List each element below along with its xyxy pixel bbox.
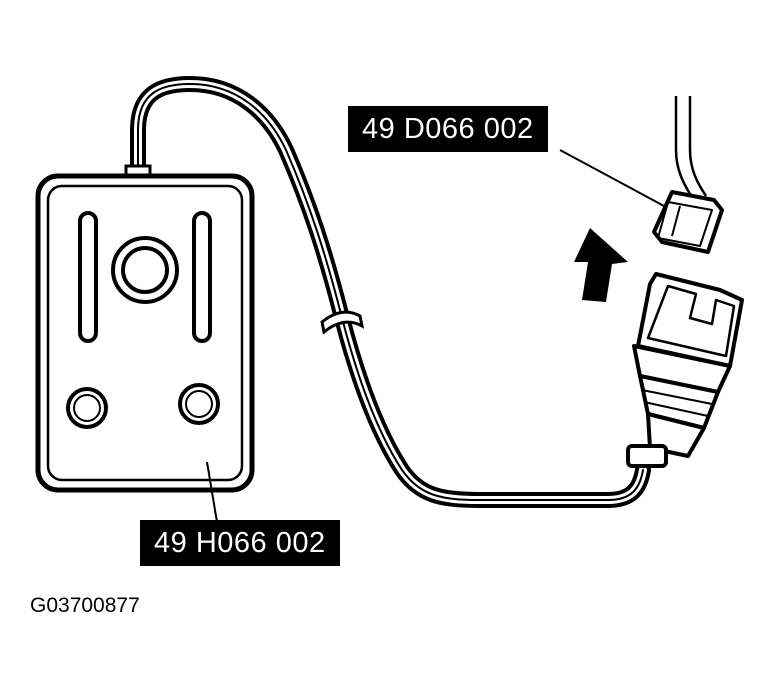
figure-code: G03700877: [30, 594, 140, 617]
connector-leader-line: [559, 149, 665, 207]
connector-part-label: 49 D066 002: [348, 106, 548, 152]
harness-wires: [674, 96, 708, 197]
arrow-up-icon: [574, 228, 628, 302]
tester-part-label: 49 H066 002: [140, 520, 340, 566]
tester-leader-line: [206, 461, 218, 523]
tester-slot-left: [78, 211, 98, 343]
vehicle-connector: [652, 190, 724, 254]
cable-clip: [320, 310, 365, 335]
tester-box: [35, 164, 255, 493]
test-cable: [130, 76, 651, 508]
tester-slot-right: [192, 211, 212, 343]
tester-plug: [626, 272, 744, 468]
